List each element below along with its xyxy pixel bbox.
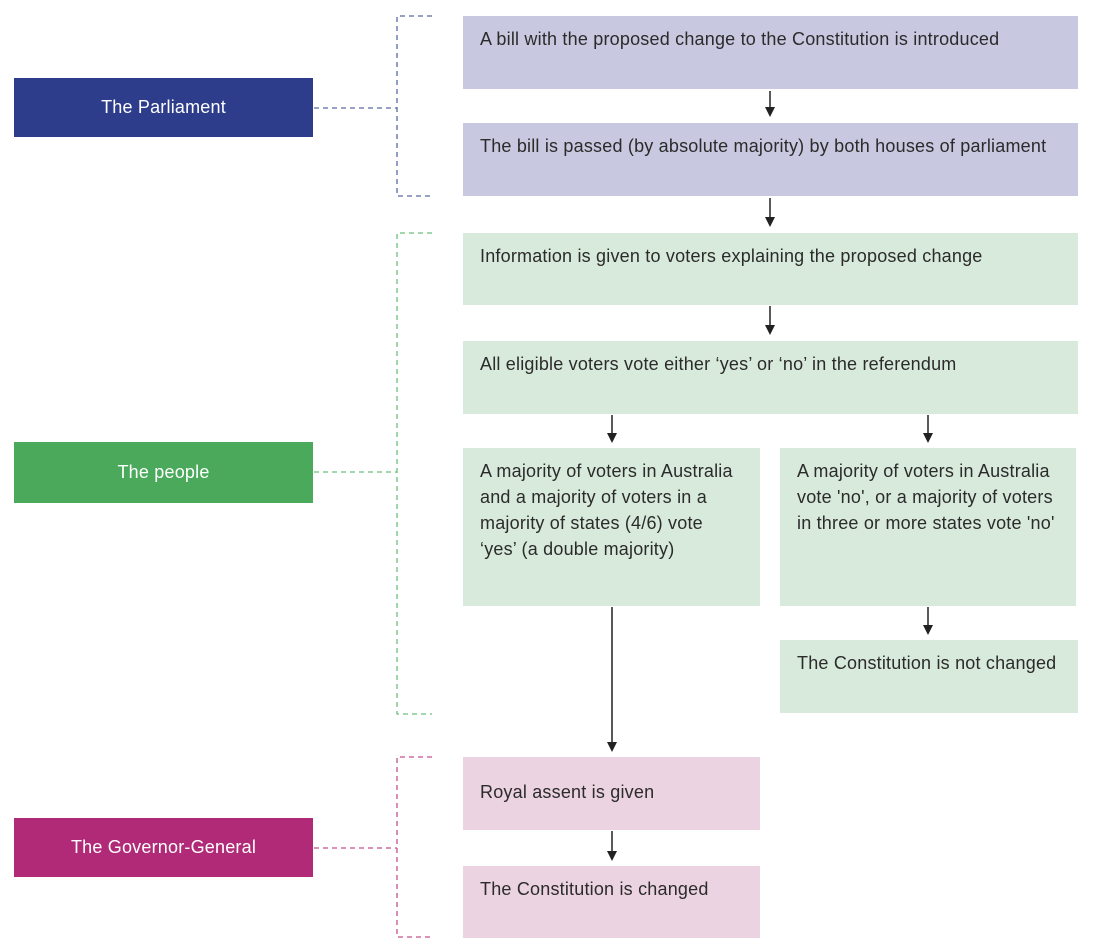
- step-information-given: Information is given to voters explainin…: [463, 233, 1078, 305]
- actor-parliament: The Parliament: [14, 78, 313, 137]
- step-referendum-vote: All eligible voters vote either ‘yes’ or…: [463, 341, 1078, 414]
- step-bill-passed: The bill is passed (by absolute majority…: [463, 123, 1078, 196]
- step-majority-no: A majority of voters in Australia vote '…: [780, 448, 1076, 606]
- people-bracket: [314, 232, 432, 715]
- actor-governor-general: The Governor-General: [14, 818, 313, 877]
- actor-people: The people: [14, 442, 313, 503]
- governor-bracket: [314, 756, 432, 938]
- step-bill-introduced: A bill with the proposed change to the C…: [463, 16, 1078, 89]
- step-constitution-changed: The Constitution is changed: [463, 866, 760, 938]
- step-double-majority-yes: A majority of voters in Australia and a …: [463, 448, 760, 606]
- parliament-bracket: [314, 15, 432, 197]
- step-constitution-not-changed: The Constitution is not changed: [780, 640, 1078, 713]
- step-royal-assent: Royal assent is given: [463, 757, 760, 830]
